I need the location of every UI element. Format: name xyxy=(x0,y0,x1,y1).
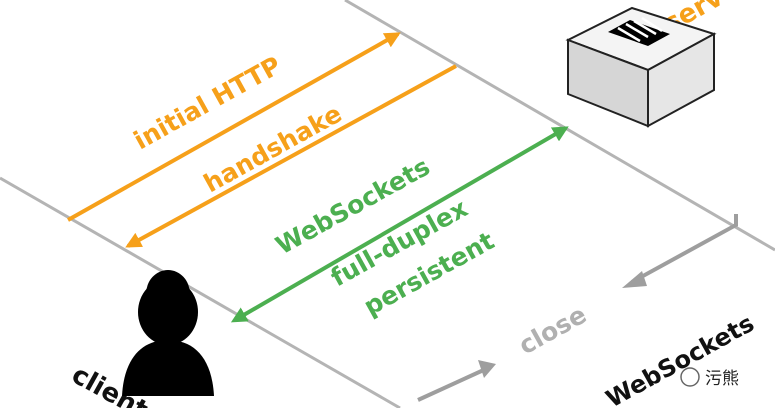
person-icon xyxy=(122,270,214,396)
wechat-icon xyxy=(680,367,700,387)
close-label: close xyxy=(514,300,591,360)
websocket-arrow xyxy=(230,126,569,323)
close-arrow-client-head xyxy=(478,360,496,378)
server-icon xyxy=(565,6,717,128)
watermark-text: 污熊 xyxy=(705,369,739,389)
close-arrow-server-head xyxy=(622,271,647,288)
close-arrow-server xyxy=(631,214,738,284)
close-arrow-client xyxy=(417,366,489,402)
websockets-closed-label: WebSockets xyxy=(601,309,758,408)
server-timeline xyxy=(344,0,775,252)
client-timeline xyxy=(0,176,401,408)
watermark: 污熊 xyxy=(680,367,739,389)
handshake-label: handshake xyxy=(199,99,347,198)
